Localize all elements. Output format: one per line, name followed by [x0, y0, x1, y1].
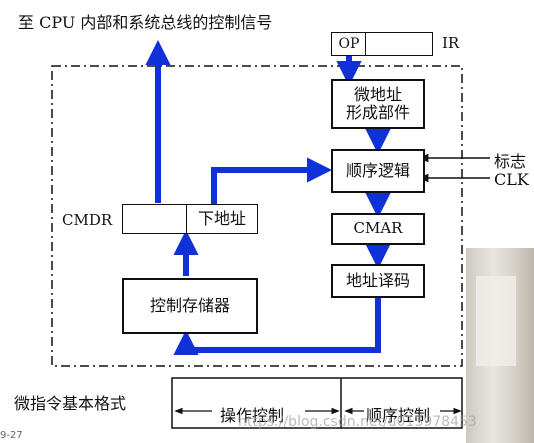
cmdr-label: CMDR — [62, 211, 113, 229]
cmar: CMAR — [331, 213, 425, 245]
arrow-decoder-to-store — [173, 298, 381, 356]
control-unit-boundary — [51, 65, 463, 367]
corner-timestamp: 9-27 — [0, 430, 23, 441]
operation-control-field: 操作控制 — [220, 406, 285, 425]
control-store: 控制存储器 — [122, 278, 258, 334]
cmdr-control-field — [122, 204, 188, 234]
format-label: 微指令基本格式 — [14, 394, 127, 413]
micro-address-line1: 微地址 — [353, 84, 402, 104]
control-signals-title: 至 CPU 内部和系统总线的控制信号 — [18, 13, 273, 32]
ir-label: IR — [442, 34, 460, 52]
ir-register-body — [365, 32, 433, 56]
microinstruction-format-box — [171, 377, 463, 429]
sequence-control-field: 顺序控制 — [366, 406, 431, 425]
sequence-logic: 顺序逻辑 — [331, 149, 425, 193]
photo-overlay — [466, 248, 534, 443]
cmdr-next-address: 下地址 — [186, 204, 258, 234]
ir-op-field: OP — [331, 32, 367, 56]
micro-address-unit: 微地址 形成部件 — [331, 79, 425, 129]
micro-address-line2: 形成部件 — [345, 103, 410, 122]
address-decoder: 地址译码 — [331, 264, 425, 298]
arrow-nextaddr-to-seq — [211, 157, 333, 205]
clk-input-label: CLK — [494, 170, 529, 189]
flag-input-label: 标志 — [494, 152, 527, 171]
watermark: https://blog.csdn.net/u013978453 — [238, 414, 477, 430]
